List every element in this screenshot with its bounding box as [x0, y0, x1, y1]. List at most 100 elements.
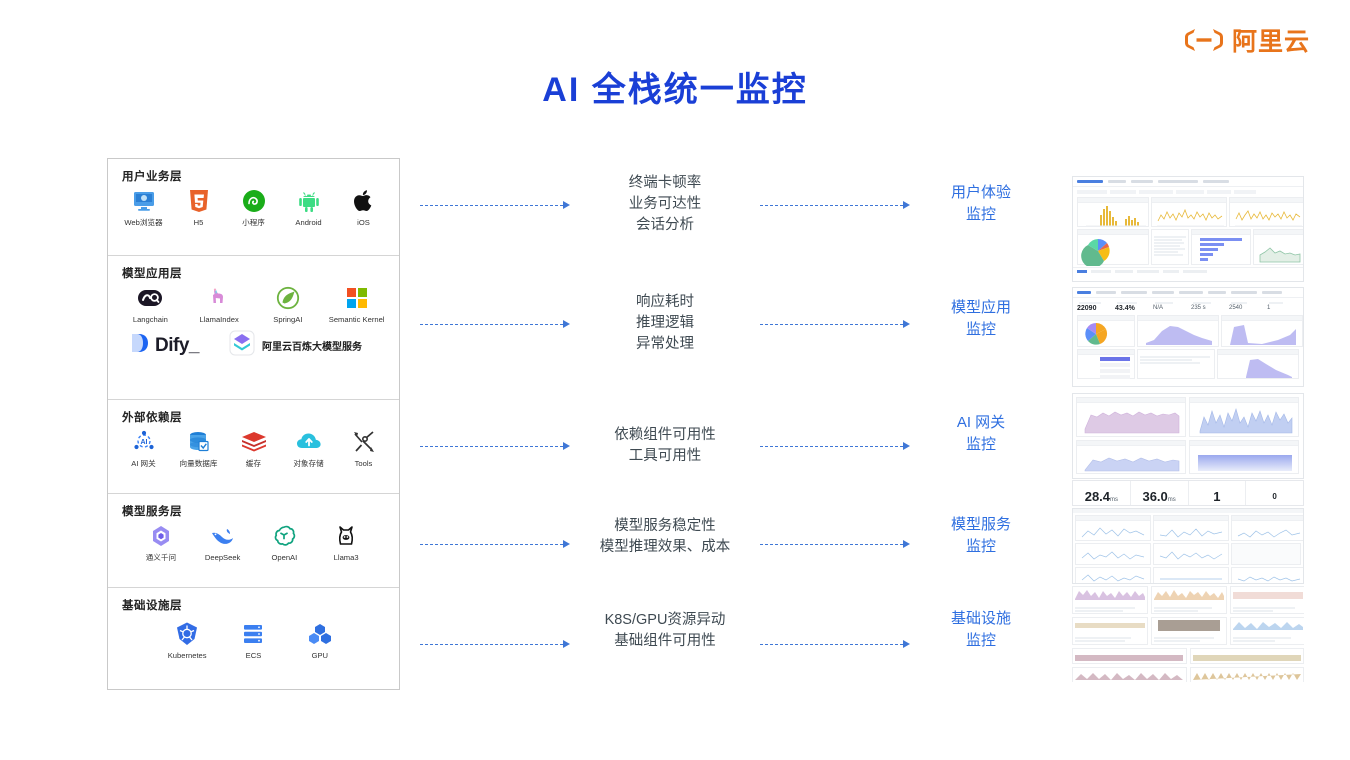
chart-panel-bar[interactable]	[1077, 197, 1149, 227]
chart-panel-area-2[interactable]	[1221, 315, 1303, 347]
stack-item-bailian[interactable]: 阿里云百炼大模型服务	[229, 330, 362, 361]
chart-panel-area-gradient[interactable]	[1189, 440, 1299, 474]
chart-panel-hbar[interactable]	[1191, 229, 1251, 265]
llamaindex-icon	[207, 285, 231, 311]
stack-item-openai[interactable]: OpenAI	[255, 523, 313, 562]
kpi-tile: 2540	[1229, 301, 1261, 312]
chart-panel-line-2[interactable]	[1229, 197, 1303, 227]
chart-panel-area-3[interactable]	[1217, 349, 1299, 379]
arrow-layer4-to-metrics	[420, 540, 570, 550]
monitor-label-infrastructure: 基础设施 监控	[911, 608, 1051, 652]
monitor-label-line: 监控	[965, 537, 996, 555]
sparkline-panel[interactable]	[1075, 567, 1151, 583]
layer-title: 用户业务层	[122, 171, 182, 183]
metrics-group-4: 模型服务稳定性 模型推理效果、成本	[550, 516, 780, 558]
stack-item-cache[interactable]: 缓存	[226, 429, 281, 468]
dashboard-thumbnail-infrastructure[interactable]	[1072, 586, 1304, 682]
chart-panel-area-pink[interactable]	[1076, 397, 1186, 437]
sparkline-panel[interactable]	[1231, 567, 1303, 583]
stack-item-ios[interactable]: iOS	[336, 188, 391, 227]
sparkline-panel[interactable]	[1231, 515, 1303, 541]
chart-panel-line-spiky[interactable]	[1189, 397, 1299, 437]
stack-item-dify[interactable]: Dify_	[130, 332, 199, 359]
stat-card-avg-latency: 28.4ms	[1073, 481, 1131, 505]
dashboard-thumbnail-ai-gateway[interactable]	[1072, 393, 1304, 479]
stack-item-vector-db[interactable]: 向量数据库	[171, 429, 226, 468]
kpi-tile: N/A	[1153, 301, 1185, 312]
sparkline-panel[interactable]	[1075, 543, 1151, 565]
metric-text: 模型服务稳定性	[614, 518, 716, 534]
sparkline-panel[interactable]	[1075, 515, 1151, 541]
metric-card[interactable]	[1230, 586, 1304, 614]
chart-panel-area[interactable]	[1253, 229, 1303, 265]
stack-item-tools[interactable]: Tools	[336, 429, 391, 468]
metric-card[interactable]	[1151, 586, 1227, 614]
chart-panel-legend-list[interactable]	[1151, 229, 1189, 265]
layer-infrastructure: 基础设施层 Kuberne	[108, 588, 399, 688]
dashboard-thumbnail-model-application[interactable]: 22090 43.4% N/A 235 s 2540 1	[1072, 287, 1304, 387]
metric-card[interactable]	[1072, 586, 1148, 614]
stack-item-android[interactable]: Android	[281, 188, 336, 227]
stack-item-label: LlamaIndex	[199, 315, 239, 324]
layer-title: 模型应用层	[122, 268, 182, 280]
layer-user-business: 用户业务层 Web浏览器	[108, 159, 399, 256]
stack-item-kubernetes[interactable]: Kubernetes	[158, 621, 216, 660]
metric-card[interactable]	[1151, 617, 1227, 645]
metric-card-wide[interactable]	[1189, 667, 1304, 682]
sparkline-panel-empty[interactable]	[1231, 543, 1301, 565]
dashboard-tab-bar[interactable]	[1073, 177, 1303, 187]
stack-item-label: 通义千问	[145, 553, 177, 562]
sparkline-panel[interactable]	[1153, 515, 1229, 541]
stack-item-web-browser[interactable]: Web浏览器	[116, 188, 171, 227]
stack-item-tongyi[interactable]: 通义千问	[132, 523, 190, 562]
stat-caption	[1101, 483, 1102, 487]
chart-panel-pie[interactable]	[1077, 229, 1149, 268]
stack-item-gpu[interactable]: GPU	[291, 621, 349, 660]
metric-card-wide[interactable]	[1189, 648, 1304, 664]
stack-item-label: Langchain	[132, 315, 168, 324]
stack-item-semantic-kernel[interactable]: Semantic Kernel	[328, 285, 386, 324]
metric-card-wide[interactable]	[1072, 667, 1187, 682]
stack-item-ecs[interactable]: ECS	[224, 621, 282, 660]
metric-card-wide[interactable]	[1072, 648, 1187, 664]
vector-database-icon	[187, 429, 211, 455]
stack-item-miniprogram[interactable]: 小程序	[226, 188, 281, 227]
openai-icon	[272, 523, 296, 549]
stack-item-langchain[interactable]: Langchain	[121, 285, 179, 324]
chart-panel-hbar[interactable]	[1077, 349, 1135, 379]
html5-icon	[189, 188, 209, 214]
metrics-group-2: 响应耗时 推理逻辑 异常处理	[550, 292, 780, 355]
stack-item-ai-gateway[interactable]: AI AI 网关	[116, 429, 171, 468]
stack-item-springai[interactable]: SpringAI	[259, 285, 317, 324]
chart-panel-area-blue[interactable]	[1076, 440, 1186, 474]
stack-item-deepseek[interactable]: DeepSeek	[194, 523, 252, 562]
sparkline-panel[interactable]	[1153, 567, 1229, 583]
dashboard-thumbnail-user-experience[interactable]	[1072, 176, 1304, 282]
kpi-tile: 22090	[1077, 301, 1109, 312]
sparkline-panel[interactable]	[1153, 543, 1229, 565]
chart-panel-table[interactable]	[1137, 349, 1215, 379]
dashboard-stat-cards[interactable]: 28.4ms 36.0ms 1 0	[1072, 480, 1304, 506]
dashboard-thumbnail-model-service[interactable]	[1072, 508, 1304, 584]
stack-item-object-storage[interactable]: 对象存储	[281, 429, 336, 468]
stack-item-label: Android	[295, 218, 322, 227]
stat-caption	[1159, 483, 1160, 487]
metric-card[interactable]	[1230, 617, 1304, 645]
object-storage-cloud-icon	[296, 429, 322, 455]
redis-cache-icon	[241, 429, 267, 455]
stack-item-h5[interactable]: H5	[171, 188, 226, 227]
dashboard-tab-bar[interactable]	[1073, 288, 1303, 298]
stack-item-llamaindex[interactable]: LlamaIndex	[190, 285, 248, 324]
metric-text: 响应耗时	[636, 294, 694, 310]
arrow-metrics-to-monitor-3	[760, 442, 910, 452]
chart-panel-pie[interactable]	[1077, 315, 1135, 347]
stat-value: 0	[1272, 491, 1277, 501]
stack-item-label: 对象存储	[293, 459, 324, 468]
metric-card[interactable]	[1072, 617, 1148, 645]
stack-item-llama3[interactable]: Llama3	[317, 523, 375, 562]
stat-card-errors: 0	[1246, 481, 1303, 505]
tools-wrench-icon	[352, 429, 376, 455]
chart-panel-area-1[interactable]	[1137, 315, 1219, 347]
chart-panel-line-1[interactable]	[1151, 197, 1227, 227]
stack-item-label: Llama3	[333, 553, 359, 562]
